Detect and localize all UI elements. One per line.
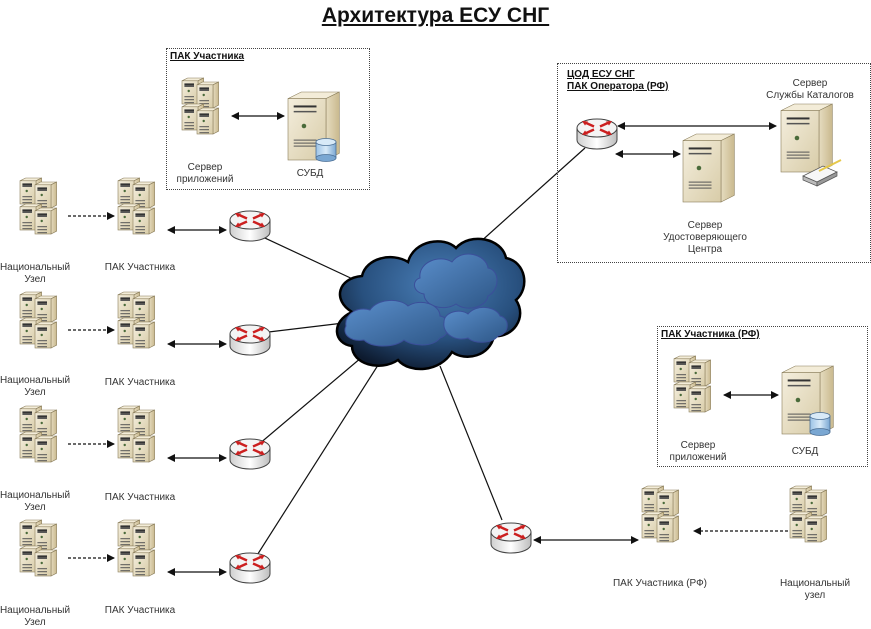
group-top-participant [166, 48, 370, 190]
directory-server-label: Сервер Службы Каталогов [766, 78, 854, 101]
link-cloud-router-4 [253, 361, 381, 561]
rf-participant-label: ПАК Участника (РФ) [612, 578, 708, 589]
rf-router-icon [490, 522, 532, 554]
national-node-server-cluster [19, 405, 57, 463]
national-node-label: Национальный Узел [0, 605, 71, 628]
national-node-label: Национальный Узел [0, 490, 71, 513]
rf-participant-server-cluster [641, 485, 679, 543]
rf-dbms-label: СУБД [791, 446, 819, 457]
nodes-layer [19, 77, 842, 584]
router-icon [229, 438, 271, 470]
router-icon [229, 210, 271, 242]
group-rf-participant [657, 326, 868, 467]
participant-server-cluster [117, 519, 155, 577]
group-operator-dc-label: ЦОД ЕСУ СНГ ПАК Оператора (РФ) [567, 69, 669, 92]
rf-dbms-server [781, 365, 834, 436]
dbms-label: СУБД [296, 168, 324, 179]
national-node-label: Национальный Узел [0, 262, 71, 285]
operator-router-icon [576, 118, 618, 150]
router-icon [229, 552, 271, 584]
rf-national-node-label: Национальный узел [779, 578, 851, 601]
directory-server [780, 103, 842, 187]
link-cloud-router-rf [439, 365, 503, 521]
app-server-cluster [181, 77, 219, 135]
link-cloud-operator-router [477, 147, 586, 245]
national-node-server-cluster [19, 519, 57, 577]
ca-server-label: Сервер Удостоверяющего Центра [663, 220, 747, 255]
participant-server-cluster [117, 177, 155, 235]
national-node-server-cluster [19, 177, 57, 235]
dbms-server [287, 91, 340, 162]
app-server-label: Сервер приложений [176, 162, 234, 185]
rf-app-server-cluster [673, 355, 711, 413]
group-rf-participant-label: ПАК Участника (РФ) [661, 329, 760, 340]
participant-label: ПАК Участника [104, 262, 176, 273]
participant-label: ПАК Участника [104, 605, 176, 616]
ca-server [682, 133, 735, 203]
group-top-participant-label: ПАК Участника [170, 51, 245, 62]
participant-server-cluster [117, 405, 155, 463]
network-cloud-icon [335, 237, 526, 371]
national-node-label: Национальный Узел [0, 375, 71, 398]
link-cloud-router-3 [251, 351, 369, 451]
links-layer [68, 112, 788, 576]
rf-app-server-label: Сервер приложений [669, 440, 727, 463]
participant-label: ПАК Участника [104, 492, 176, 503]
national-node-server-cluster [19, 291, 57, 349]
router-icon [229, 324, 271, 356]
participant-label: ПАК Участника [104, 377, 176, 388]
page-title: Архитектура ЕСУ СНГ [321, 4, 550, 27]
rf-national-node-server-cluster [789, 485, 827, 543]
participant-server-cluster [117, 291, 155, 349]
